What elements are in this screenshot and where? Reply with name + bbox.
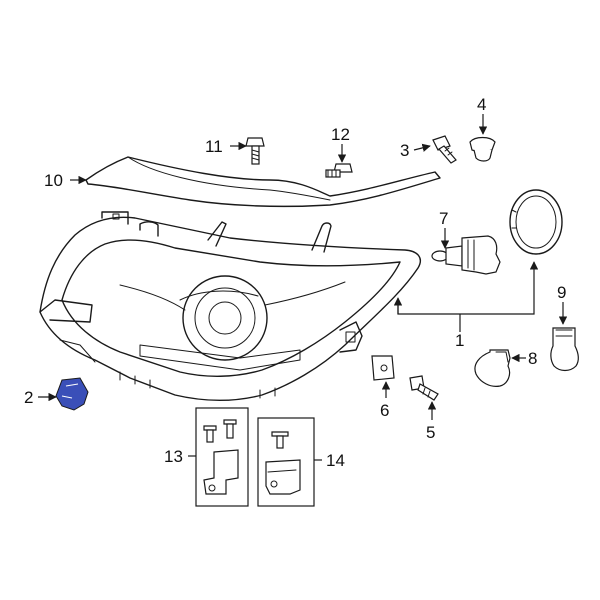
bulb-9[interactable] <box>550 327 579 372</box>
callout-9: 9 <box>557 283 566 302</box>
callout-2: 2 <box>24 388 33 407</box>
callout-1: 1 <box>455 331 464 350</box>
dust-cover-ring[interactable] <box>509 189 563 255</box>
callout-8: 8 <box>528 349 537 368</box>
trim-strip[interactable] <box>85 156 441 208</box>
bulb-8[interactable] <box>474 349 511 387</box>
callout-7: 7 <box>439 209 448 228</box>
callout-4: 4 <box>477 95 486 114</box>
callout-6: 6 <box>380 401 389 420</box>
callout-13: 13 <box>164 447 183 466</box>
screw-5[interactable] <box>409 375 439 401</box>
callout-10: 10 <box>44 171 63 190</box>
callout-14: 14 <box>326 451 345 470</box>
callout-3: 3 <box>400 141 409 160</box>
callout-leaders <box>38 114 568 461</box>
headlamp-assembly[interactable] <box>39 211 422 401</box>
clip-4[interactable] <box>469 136 496 162</box>
callout-labels: 1 2 3 4 5 6 7 8 9 10 11 12 13 14 <box>24 95 566 470</box>
callout-12: 12 <box>331 125 350 144</box>
bracket-2-highlighted[interactable] <box>55 377 89 411</box>
screw-3[interactable] <box>432 135 457 164</box>
kit-box-13[interactable] <box>195 407 249 507</box>
bolt-12[interactable] <box>325 163 353 178</box>
kit-box-14[interactable] <box>257 417 315 507</box>
callout-5: 5 <box>426 423 435 442</box>
bulb-7[interactable] <box>431 235 501 275</box>
callout-11: 11 <box>205 137 223 156</box>
bolt-11[interactable] <box>245 137 265 165</box>
nut-clip-6[interactable] <box>371 355 395 381</box>
